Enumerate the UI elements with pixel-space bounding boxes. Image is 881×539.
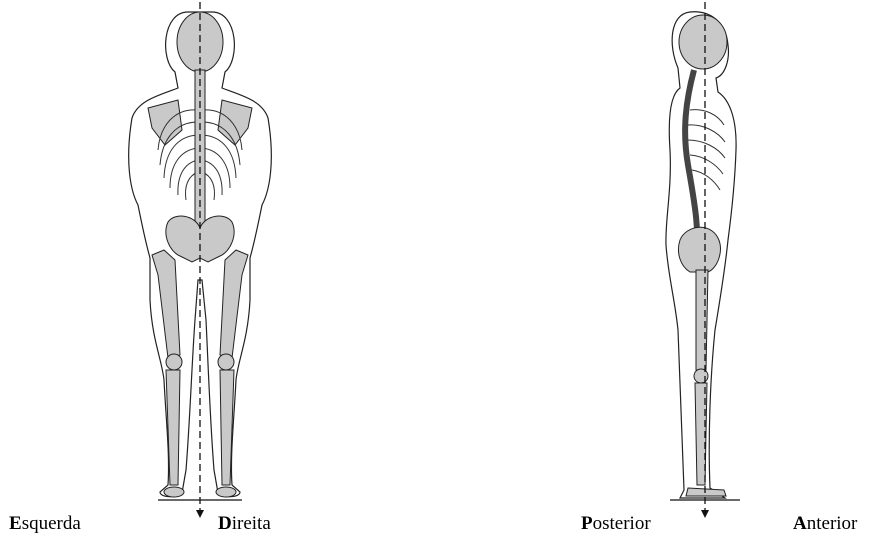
right-foot: [216, 487, 236, 497]
left-scapula: [148, 100, 182, 145]
label-anterior-initial: A: [793, 513, 807, 534]
label-esquerda: Esquerda: [9, 513, 81, 535]
lateral-skeleton-svg: [630, 0, 770, 539]
posterior-skeleton-svg: [120, 0, 320, 539]
lateral-skull: [679, 15, 727, 69]
label-anterior-rest: nterior: [807, 513, 858, 534]
label-esquerda-initial: E: [9, 513, 22, 534]
label-posterior-rest: osterior: [593, 513, 651, 534]
lateral-plumb-arrow: [701, 510, 709, 518]
label-anterior: Anterior: [793, 513, 857, 535]
lateral-ribcage: [688, 110, 725, 190]
lateral-femur: [696, 270, 708, 370]
label-direita-initial: D: [218, 513, 232, 534]
posterior-plumb-arrow: [196, 510, 204, 518]
right-scapula: [218, 100, 252, 145]
label-posterior-initial: P: [581, 513, 593, 534]
label-posterior: Posterior: [581, 513, 651, 535]
posterior-skeleton-figure: [120, 0, 320, 539]
label-esquerda-rest: squerda: [22, 513, 81, 534]
lateral-pelvis: [678, 227, 720, 272]
lateral-knee: [694, 369, 708, 383]
right-knee: [218, 354, 234, 370]
lateral-skeleton-figure: [630, 0, 770, 539]
left-knee: [166, 354, 182, 370]
left-foot: [164, 487, 184, 497]
label-direita: Direita: [218, 513, 271, 535]
label-direita-rest: ireita: [232, 513, 271, 534]
lateral-foot: [686, 488, 726, 496]
